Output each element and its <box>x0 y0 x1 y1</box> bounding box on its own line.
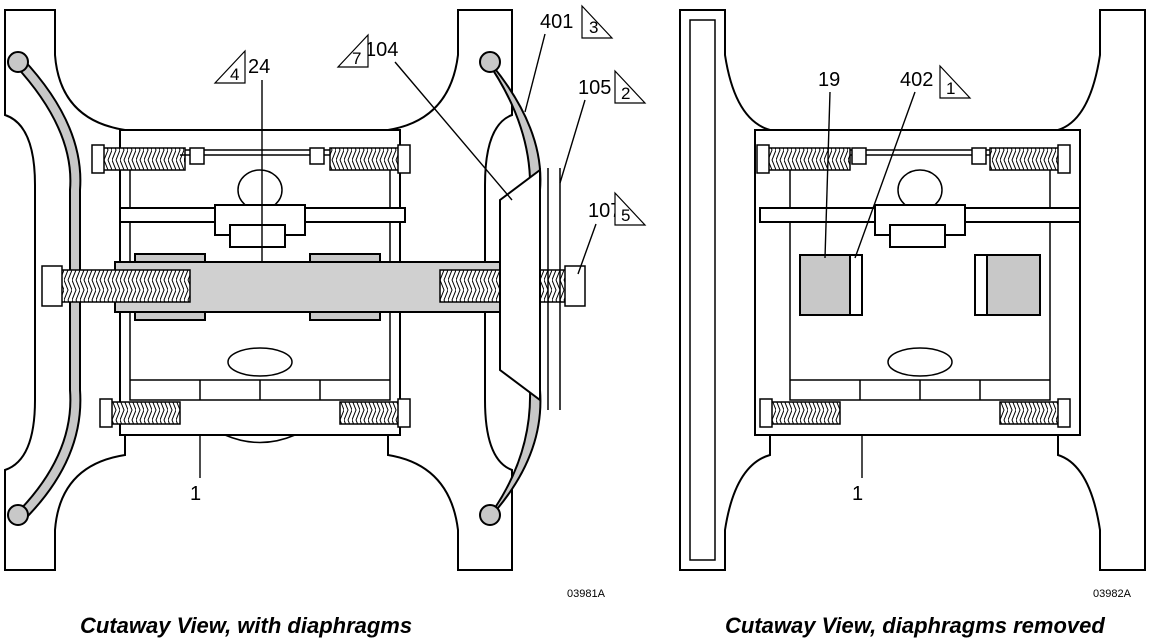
callout-401: 401 <box>540 11 573 33</box>
housing-port <box>227 347 293 377</box>
note-flag-2: 2 <box>614 69 647 104</box>
seal-402 <box>974 254 988 316</box>
note-flag-5: 5 <box>614 191 647 226</box>
diaphragm-bead <box>7 51 29 73</box>
svg-text:2: 2 <box>621 84 630 103</box>
callout-1: 1 <box>852 483 863 505</box>
svg-text:1: 1 <box>946 79 955 98</box>
callout-24: 24 <box>248 56 270 78</box>
drawing-number: 03981A <box>567 588 606 600</box>
diaphragm-bead <box>479 51 501 73</box>
callout-104: 104 <box>365 39 398 61</box>
svg-text:3: 3 <box>589 18 598 37</box>
bearing-19 <box>799 254 856 316</box>
svg-text:4: 4 <box>230 65 239 84</box>
bearing-19 <box>984 254 1041 316</box>
fluid-plate-104 <box>499 168 541 402</box>
left-shaft-bolt <box>59 269 191 303</box>
housing-port <box>887 347 953 377</box>
callout-402: 402 <box>900 69 933 91</box>
bolt-107 <box>564 265 586 307</box>
drawing-number: 03982A <box>1093 588 1132 600</box>
seal-402 <box>849 254 863 316</box>
note-flag-3: 3 <box>581 4 614 39</box>
svg-text:7: 7 <box>352 49 361 68</box>
caption-left: Cutaway View, with diaphragms <box>80 613 412 638</box>
callout-1: 1 <box>190 483 201 505</box>
callout-19: 19 <box>818 69 840 91</box>
note-flag-4: 4 <box>213 49 246 84</box>
diaphragm-bead <box>479 504 501 526</box>
callout-105: 105 <box>578 77 611 99</box>
note-flag-7: 7 <box>336 33 369 68</box>
left-cutaway-view: 24 104 401 105 107 1 4 7 3 2 <box>4 4 647 638</box>
svg-text:5: 5 <box>621 206 630 225</box>
callout-107: 107 <box>588 200 621 222</box>
valve-carriage <box>229 224 286 248</box>
left-fluid-cover <box>679 9 771 571</box>
note-flag-1: 1 <box>939 64 972 99</box>
caption-right: Cutaway View, diaphragms removed <box>725 613 1105 638</box>
diaphragm-bead <box>7 504 29 526</box>
right-cutaway-view: 19 402 1 1 03982A Cutaway View, diaphrag… <box>679 9 1146 638</box>
